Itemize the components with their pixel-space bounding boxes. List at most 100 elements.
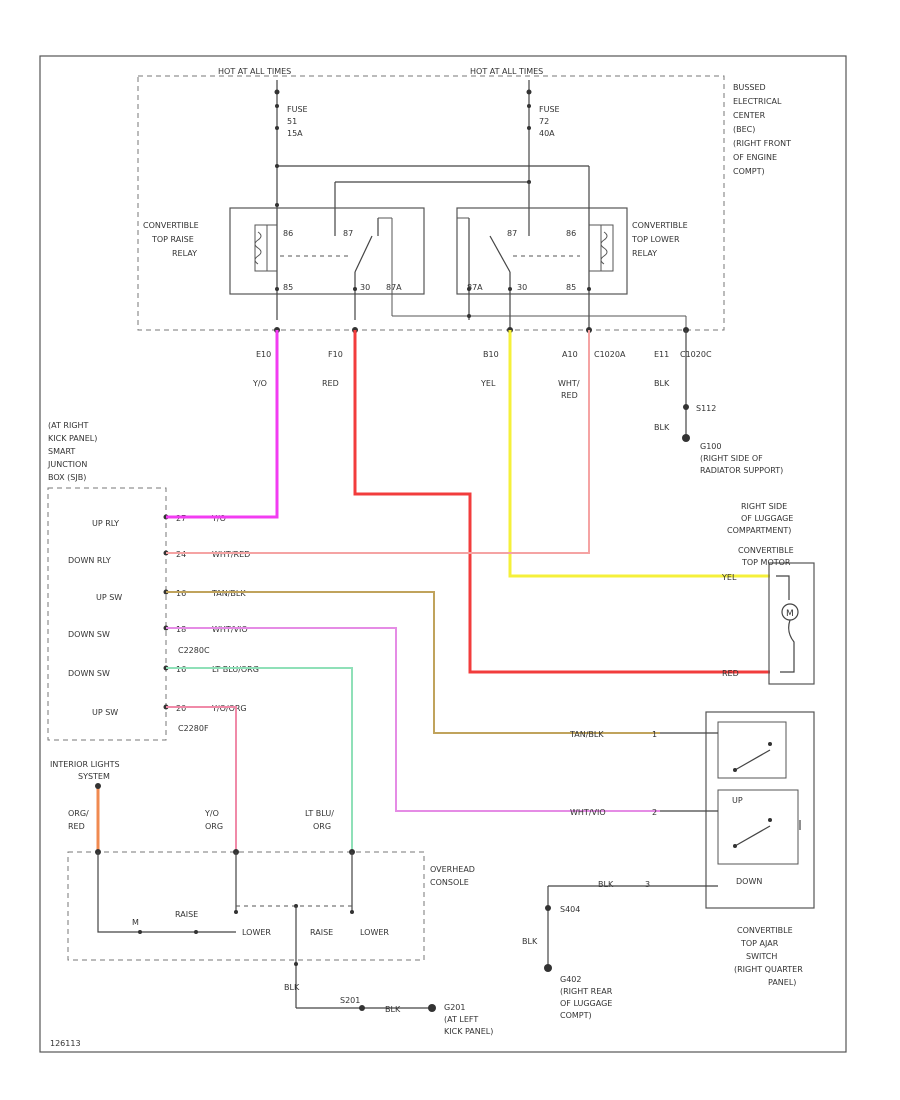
svg-text:OF LUGGAGE: OF LUGGAGE [741, 514, 793, 523]
svg-text:(RIGHT FRONT: (RIGHT FRONT [733, 139, 791, 148]
svg-text:CONSOLE: CONSOLE [430, 878, 469, 887]
svg-text:KICK PANEL): KICK PANEL) [444, 1027, 493, 1036]
svg-text:TOP MOTOR: TOP MOTOR [741, 558, 791, 567]
svg-text:LOWER: LOWER [360, 928, 389, 937]
svg-text:WHT/RED: WHT/RED [212, 550, 250, 559]
connector-c2280c: C2280C [178, 646, 210, 655]
svg-text:FUSE: FUSE [539, 105, 560, 114]
svg-text:RED: RED [722, 669, 739, 678]
svg-text:(AT RIGHT: (AT RIGHT [48, 421, 89, 430]
raise-relay: CONVERTIBLE TOP RAISE RELAY 86 87 85 30 … [143, 200, 425, 320]
svg-text:16: 16 [176, 589, 186, 598]
svg-text:YEL: YEL [480, 379, 496, 388]
bec-label: BUSSED ELECTRICAL CENTER (BEC) (RIGHT FR… [733, 83, 791, 176]
svg-text:SYSTEM: SYSTEM [78, 772, 110, 781]
svg-text:M: M [132, 918, 139, 927]
svg-text:DOWN RLY: DOWN RLY [68, 556, 111, 565]
svg-text:(RIGHT SIDE OF: (RIGHT SIDE OF [700, 454, 763, 463]
svg-text:85: 85 [566, 283, 576, 292]
sjb-row-5: DOWN SW 16 LT BLU/ORG [68, 665, 259, 678]
svg-text:OF LUGGAGE: OF LUGGAGE [560, 999, 612, 1008]
nc-link [378, 217, 687, 330]
svg-text:BLK: BLK [385, 1005, 401, 1014]
svg-text:Y/O: Y/O [204, 809, 219, 818]
svg-text:S404: S404 [560, 905, 580, 914]
sjb-row-6: UP SW 20 Y/O/ORG [92, 704, 247, 717]
svg-text:51: 51 [287, 117, 297, 126]
overhead-wire-labels: Y/O ORG LT BLU/ ORG [204, 809, 334, 831]
ground-g402: S404 BLK G402 (RIGHT REAR OF LUGGAGE COM… [522, 886, 613, 1020]
power-bus [275, 160, 590, 230]
svg-text:E11: E11 [654, 350, 669, 359]
svg-text:24: 24 [176, 550, 186, 559]
svg-text:BLK: BLK [284, 983, 300, 992]
svg-text:(AT LEFT: (AT LEFT [444, 1015, 478, 1024]
fuse-51: FUSE 51 15A [274, 80, 308, 160]
svg-text:G100: G100 [700, 442, 721, 451]
svg-text:OVERHEAD: OVERHEAD [430, 865, 475, 874]
svg-text:RELAY: RELAY [172, 249, 197, 258]
svg-text:PANEL): PANEL) [768, 978, 796, 987]
sjb-module: (AT RIGHT KICK PANEL) SMART JUNCTION BOX… [47, 421, 167, 741]
svg-text:SMART: SMART [48, 447, 75, 456]
svg-text:40A: 40A [539, 129, 555, 138]
svg-text:(BEC): (BEC) [733, 125, 755, 134]
wire-whtred-down-relay [166, 330, 590, 554]
wire-red-motor [353, 330, 770, 674]
svg-text:18: 18 [176, 625, 186, 634]
svg-text:15A: 15A [287, 129, 303, 138]
svg-text:BLK: BLK [654, 379, 670, 388]
overhead-console: OVERHEAD CONSOLE M RAISE LOWER RAISE LOW… [67, 849, 475, 1008]
svg-text:RAISE: RAISE [310, 928, 333, 937]
svg-text:(RIGHT QUARTER: (RIGHT QUARTER [734, 965, 803, 974]
bec-connectors: E10 F10 B10 A10 C1020A E11 C1020C Y/O RE… [252, 327, 712, 400]
svg-text:F10: F10 [328, 350, 343, 359]
svg-text:RIGHT SIDE: RIGHT SIDE [741, 502, 787, 511]
interior-lights-label: INTERIOR LIGHTS SYSTEM ORG/ RED [50, 760, 120, 831]
svg-text:YEL: YEL [721, 573, 737, 582]
svg-text:S112: S112 [696, 404, 716, 413]
svg-text:M: M [786, 609, 794, 619]
svg-text:RED: RED [68, 822, 85, 831]
wire-ltbluorg [166, 667, 353, 852]
wire-yel-motor [508, 330, 770, 578]
svg-text:DOWN SW: DOWN SW [68, 669, 110, 678]
svg-text:JUNCTION: JUNCTION [47, 460, 87, 469]
svg-text:30: 30 [360, 283, 370, 292]
svg-text:TOP RAISE: TOP RAISE [151, 235, 194, 244]
svg-text:BLK: BLK [522, 937, 538, 946]
svg-text:S201: S201 [340, 996, 360, 1005]
lower-relay: CONVERTIBLE TOP LOWER RELAY 87 86 87A 30… [456, 200, 688, 330]
svg-text:TAN/BLK: TAN/BLK [211, 589, 246, 598]
svg-text:TOP AJAR: TOP AJAR [740, 939, 779, 948]
svg-text:INTERIOR LIGHTS: INTERIOR LIGHTS [50, 760, 120, 769]
hot-label-1: HOT AT ALL TIMES [218, 67, 291, 76]
svg-text:OF ENGINE: OF ENGINE [733, 153, 777, 162]
svg-text:C1020A: C1020A [594, 350, 626, 359]
svg-text:86: 86 [283, 229, 293, 238]
connector-c2280f: C2280F [178, 724, 209, 733]
svg-text:SWITCH: SWITCH [746, 952, 777, 961]
svg-text:87: 87 [343, 229, 353, 238]
hot-label-2: HOT AT ALL TIMES [470, 67, 543, 76]
svg-text:RED: RED [561, 391, 578, 400]
svg-text:30: 30 [517, 283, 527, 292]
svg-text:A10: A10 [562, 350, 578, 359]
svg-text:CONVERTIBLE: CONVERTIBLE [143, 221, 199, 230]
svg-text:87A: 87A [386, 283, 402, 292]
svg-text:16: 16 [176, 665, 186, 674]
svg-text:87: 87 [507, 229, 517, 238]
svg-text:1: 1 [652, 730, 657, 739]
svg-text:WHT/VIO: WHT/VIO [212, 625, 248, 634]
svg-text:Y/O/ORG: Y/O/ORG [211, 704, 247, 713]
svg-text:BUSSED: BUSSED [733, 83, 766, 92]
svg-text:UP SW: UP SW [96, 593, 122, 602]
svg-text:ORG: ORG [205, 822, 223, 831]
diagram-frame [39, 55, 847, 1053]
svg-text:CONVERTIBLE: CONVERTIBLE [632, 221, 688, 230]
svg-text:UP SW: UP SW [92, 708, 118, 717]
svg-text:3: 3 [645, 880, 650, 889]
svg-text:DOWN: DOWN [736, 877, 762, 886]
svg-text:BLK: BLK [654, 423, 670, 432]
sjb-row-3: UP SW 16 TAN/BLK [96, 589, 246, 602]
